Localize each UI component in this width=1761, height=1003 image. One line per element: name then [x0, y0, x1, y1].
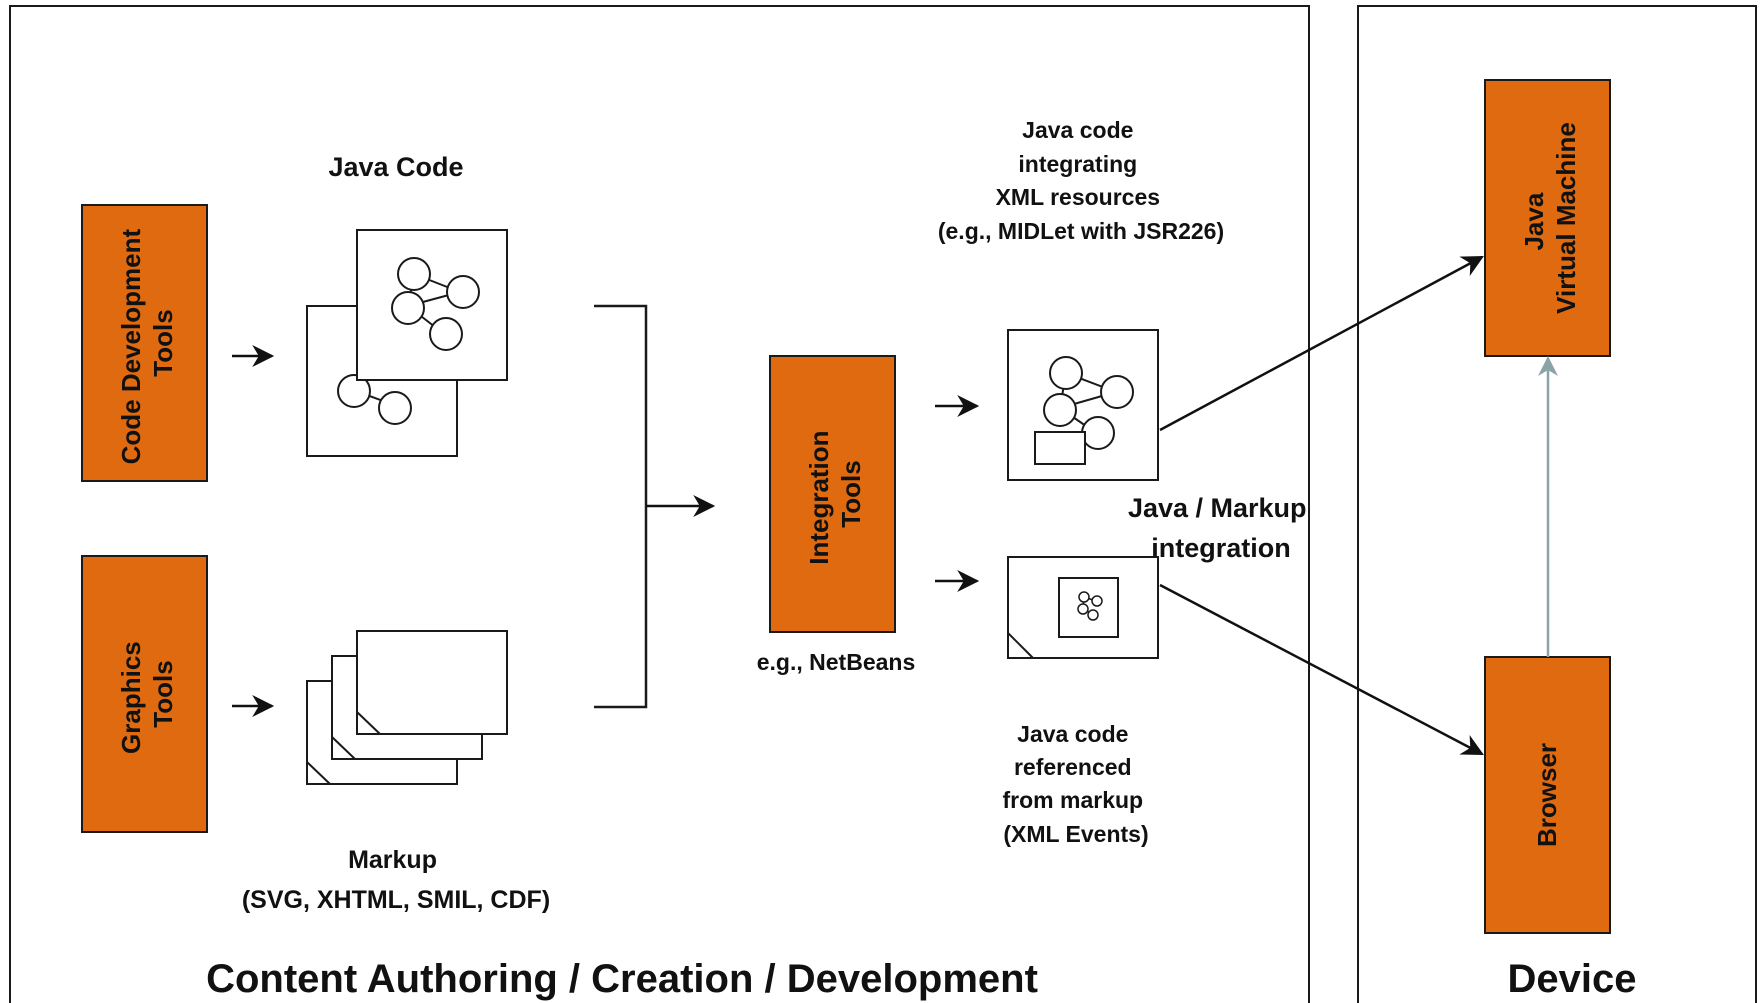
device-section-frame	[1357, 5, 1757, 1003]
java-xml-label: Java code integrating XML resources (e.g…	[938, 117, 1224, 244]
graphics-label-line1: Graphics	[116, 641, 146, 754]
arrow-to-browser	[1159, 583, 1484, 756]
integration-label-line2: Tools	[836, 460, 866, 527]
code-development-tools-box: Code Development Tools	[81, 204, 208, 482]
code-dev-label-line2: Tools	[148, 309, 178, 376]
svg-text:Integration Tools: Integration Tools	[804, 423, 866, 565]
jvm-label-line1: Java	[1519, 192, 1549, 250]
jvm-label-line2: Virtual Machine	[1551, 122, 1581, 314]
arrow-to-jvm	[1159, 255, 1484, 432]
markup-with-java-document-icon	[1007, 556, 1159, 659]
markup-label-line2: (SVG, XHTML, SMIL, CDF)	[242, 886, 550, 914]
graphics-tools-box: Graphics Tools	[81, 555, 208, 833]
authoring-section-frame	[9, 5, 1310, 1003]
java-xml-line4: (e.g., MIDLet with JSR226)	[938, 218, 1224, 244]
markup-label-line1: Markup	[348, 846, 437, 874]
jvm-box: Java Virtual Machine	[1484, 79, 1611, 357]
svg-text:Code Development Tools: Code Development Tools	[116, 222, 178, 465]
svg-text:Java Virtual Machine: Java Virtual Machine	[1519, 122, 1581, 314]
java-code-label: Java Code	[328, 152, 463, 182]
java-ref-line3: from markup	[1003, 787, 1144, 813]
device-section-title: Device	[1508, 957, 1637, 1001]
graphics-label-line2: Tools	[148, 660, 178, 727]
merge-bracket	[594, 304, 648, 709]
java-xml-line3: XML resources	[996, 184, 1160, 210]
markup-documents-icon	[306, 630, 508, 785]
java-xml-document-icon	[1007, 329, 1159, 481]
java-ref-label: Java code referenced from markup (XML Ev…	[1003, 721, 1150, 847]
svg-text:Graphics Tools: Graphics Tools	[116, 634, 178, 754]
java-markup-line2: integration	[1151, 533, 1291, 563]
browser-box: Browser	[1484, 656, 1611, 934]
java-xml-line2: integrating	[1018, 151, 1137, 177]
java-ref-line2: referenced	[1014, 754, 1132, 780]
netbeans-label: e.g., NetBeans	[757, 649, 916, 675]
integration-tools-box: Integration Tools	[769, 355, 896, 633]
java-xml-line1: Java code	[1022, 117, 1133, 143]
browser-label: Browser	[1532, 743, 1562, 847]
java-ref-line1: Java code	[1017, 721, 1128, 747]
code-dev-label-line1: Code Development	[116, 229, 146, 465]
authoring-section-title: Content Authoring / Creation / Developme…	[206, 957, 1038, 1001]
java-ref-line4: (XML Events)	[1003, 821, 1148, 847]
integration-label-line1: Integration	[804, 430, 834, 564]
markup-label: Markup (SVG, XHTML, SMIL, CDF)	[242, 846, 550, 914]
java-markup-line1: Java / Markup	[1128, 493, 1307, 523]
java-markup-integration-label: Java / Markup integration	[1128, 493, 1314, 563]
java-code-documents-icon	[306, 229, 508, 457]
